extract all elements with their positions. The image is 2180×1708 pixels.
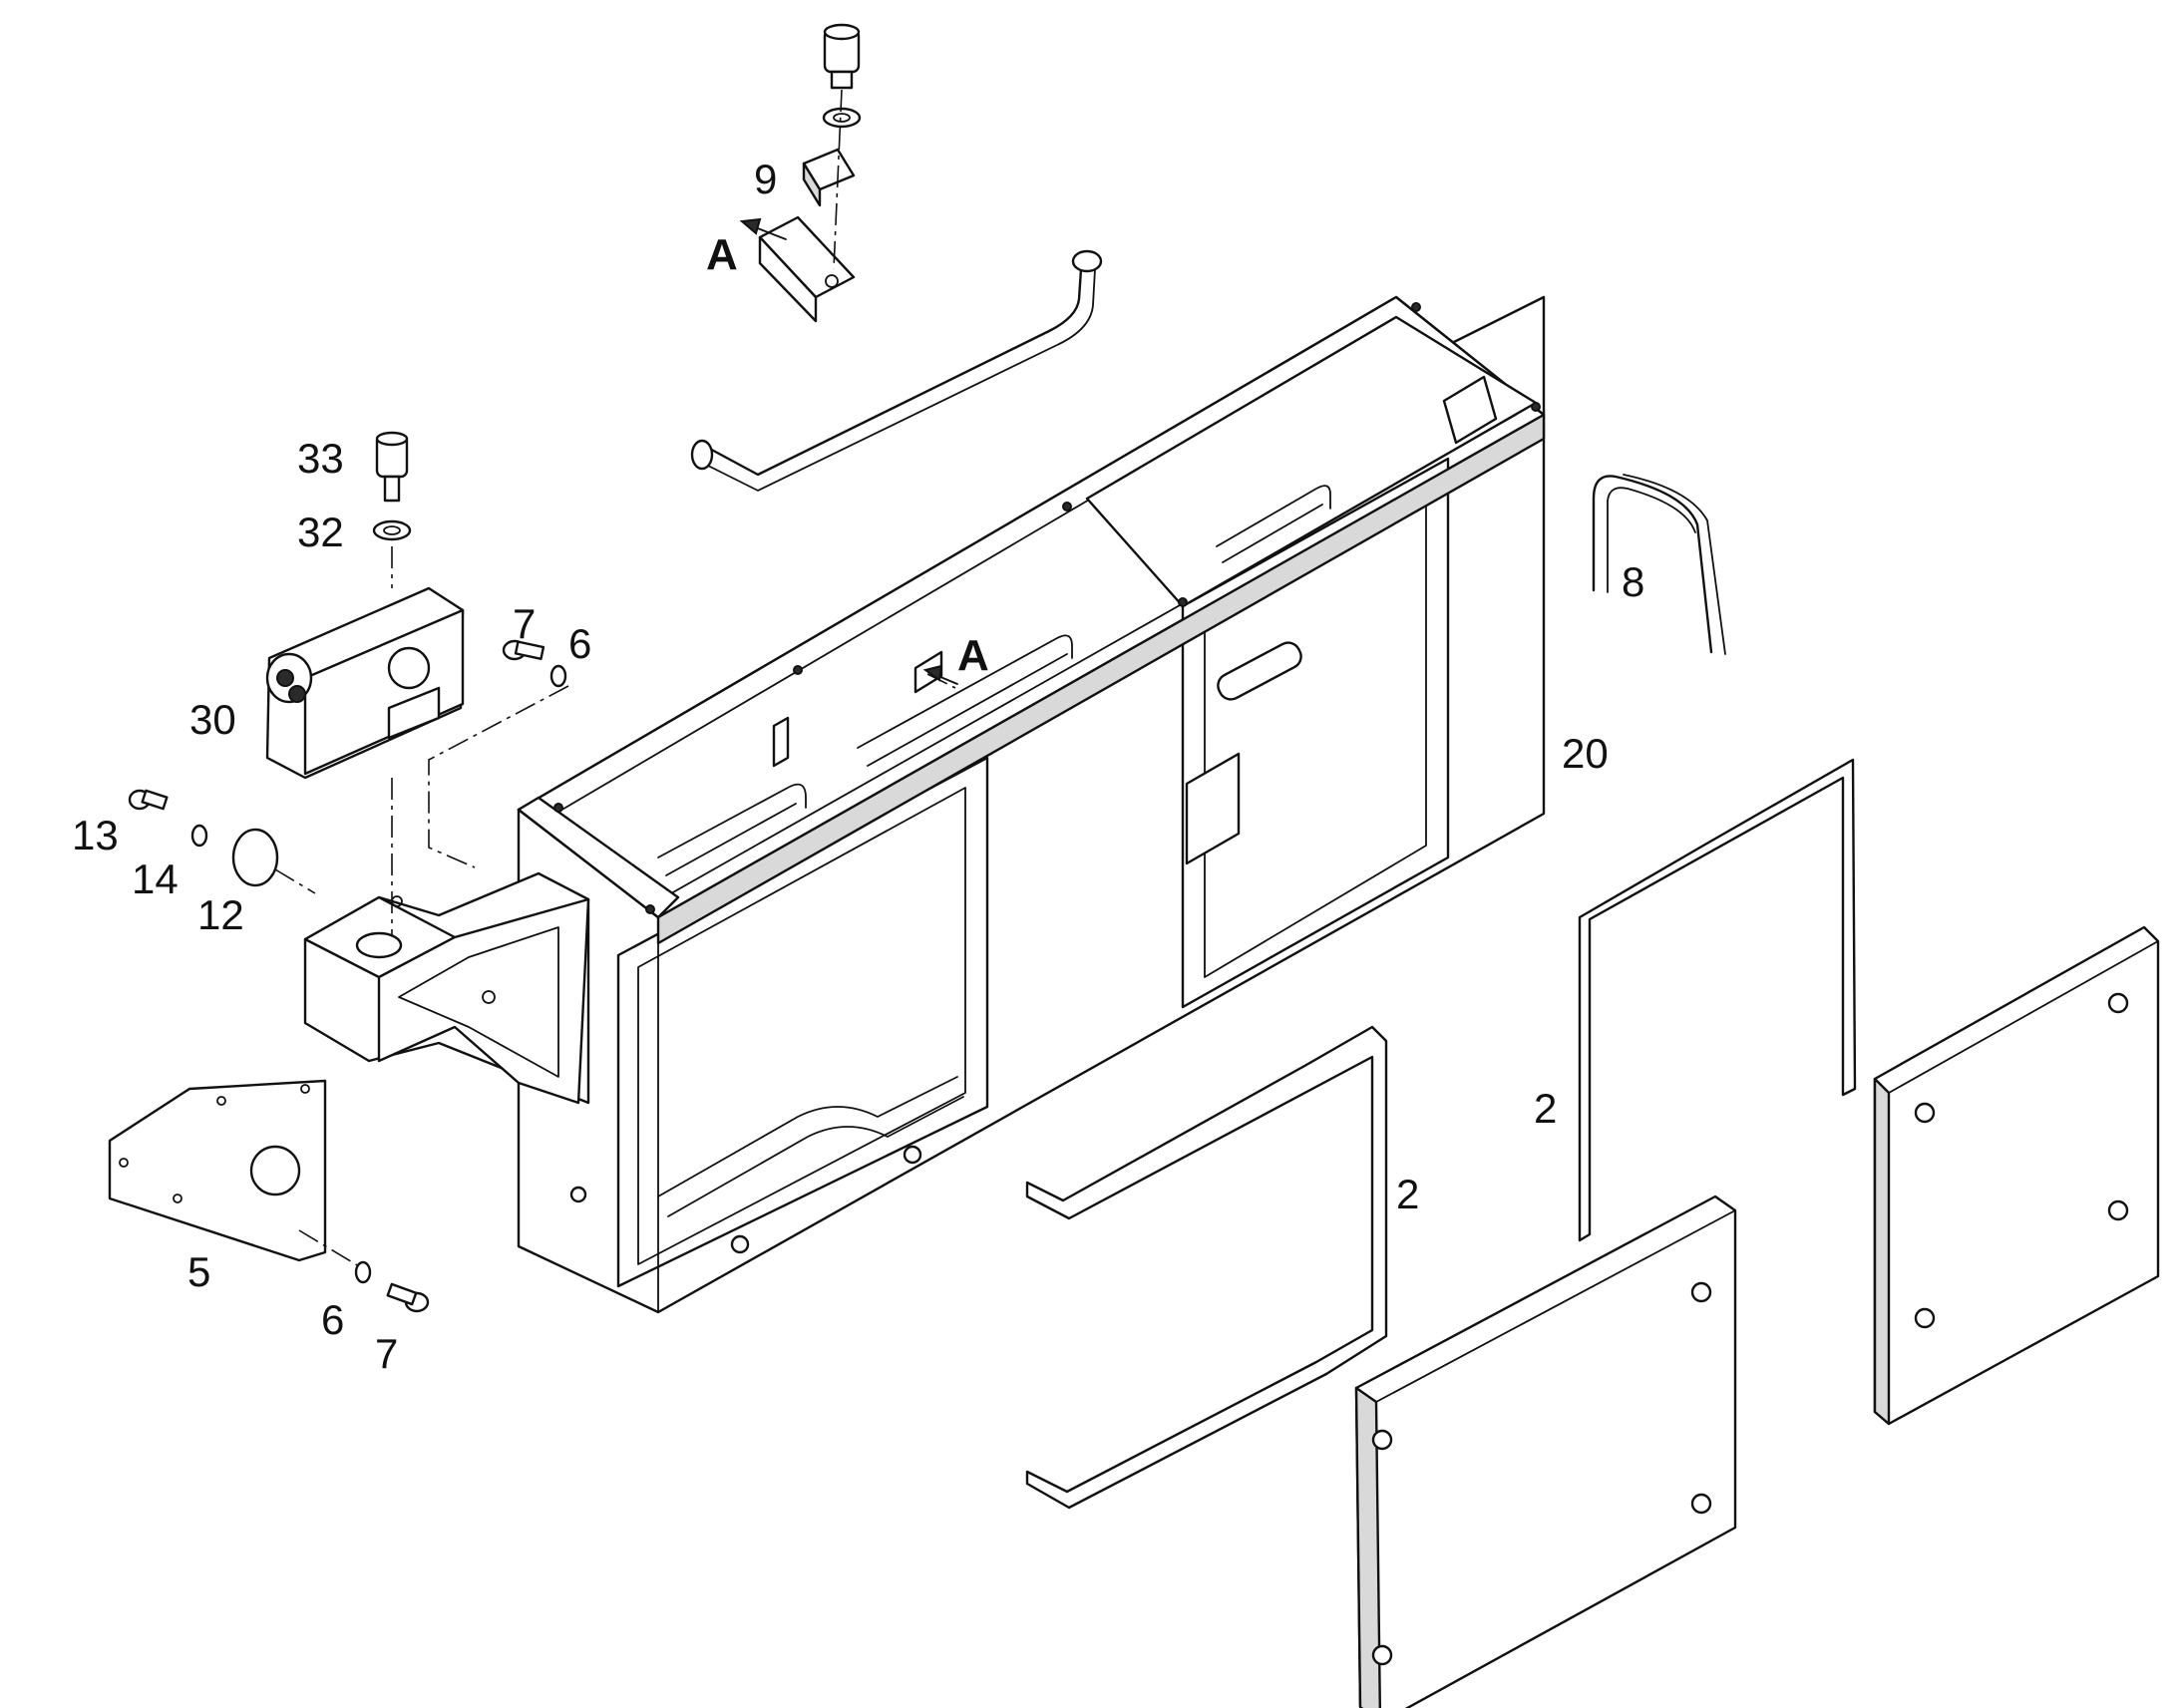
callout-12: 12 xyxy=(197,891,244,938)
callout-2-left: 2 xyxy=(1396,1171,1419,1217)
callout-14: 14 xyxy=(132,855,179,902)
screw-washer-top xyxy=(428,639,569,868)
arrowhead-a-frame xyxy=(922,664,943,682)
callout-33: 33 xyxy=(297,435,344,482)
callout-13: 13 xyxy=(72,812,119,858)
callout-6-bottom: 6 xyxy=(321,1296,344,1343)
gasket-part-2-right xyxy=(1578,758,1857,1242)
callout-8: 8 xyxy=(1622,558,1644,605)
gasket-part-2-left xyxy=(1025,1025,1388,1510)
callout-a-top: A xyxy=(706,230,738,279)
plate-part-5 xyxy=(108,1079,430,1313)
screw-washer-plate-left xyxy=(128,789,316,894)
cover-panel-lower xyxy=(1354,1195,1737,1708)
callout-20: 20 xyxy=(1562,730,1609,777)
main-frame-part-20 xyxy=(517,295,1546,1314)
mount-arm-assembly xyxy=(265,431,590,1105)
callout-2-right: 2 xyxy=(1534,1085,1557,1132)
callout-6-top: 6 xyxy=(568,620,591,667)
u-seal-part-8 xyxy=(1592,474,1726,655)
connecting-pipe xyxy=(690,249,1103,492)
callout-7-bottom: 7 xyxy=(375,1330,398,1377)
bracket-part-9-group xyxy=(739,23,862,323)
callout-5: 5 xyxy=(187,1248,210,1295)
callout-7-top: 7 xyxy=(513,600,536,647)
cover-panel-upper xyxy=(1873,925,2160,1426)
callout-30: 30 xyxy=(189,696,236,743)
callout-9: 9 xyxy=(754,156,777,202)
callout-32: 32 xyxy=(297,509,344,555)
callout-a-frame: A xyxy=(957,631,989,680)
